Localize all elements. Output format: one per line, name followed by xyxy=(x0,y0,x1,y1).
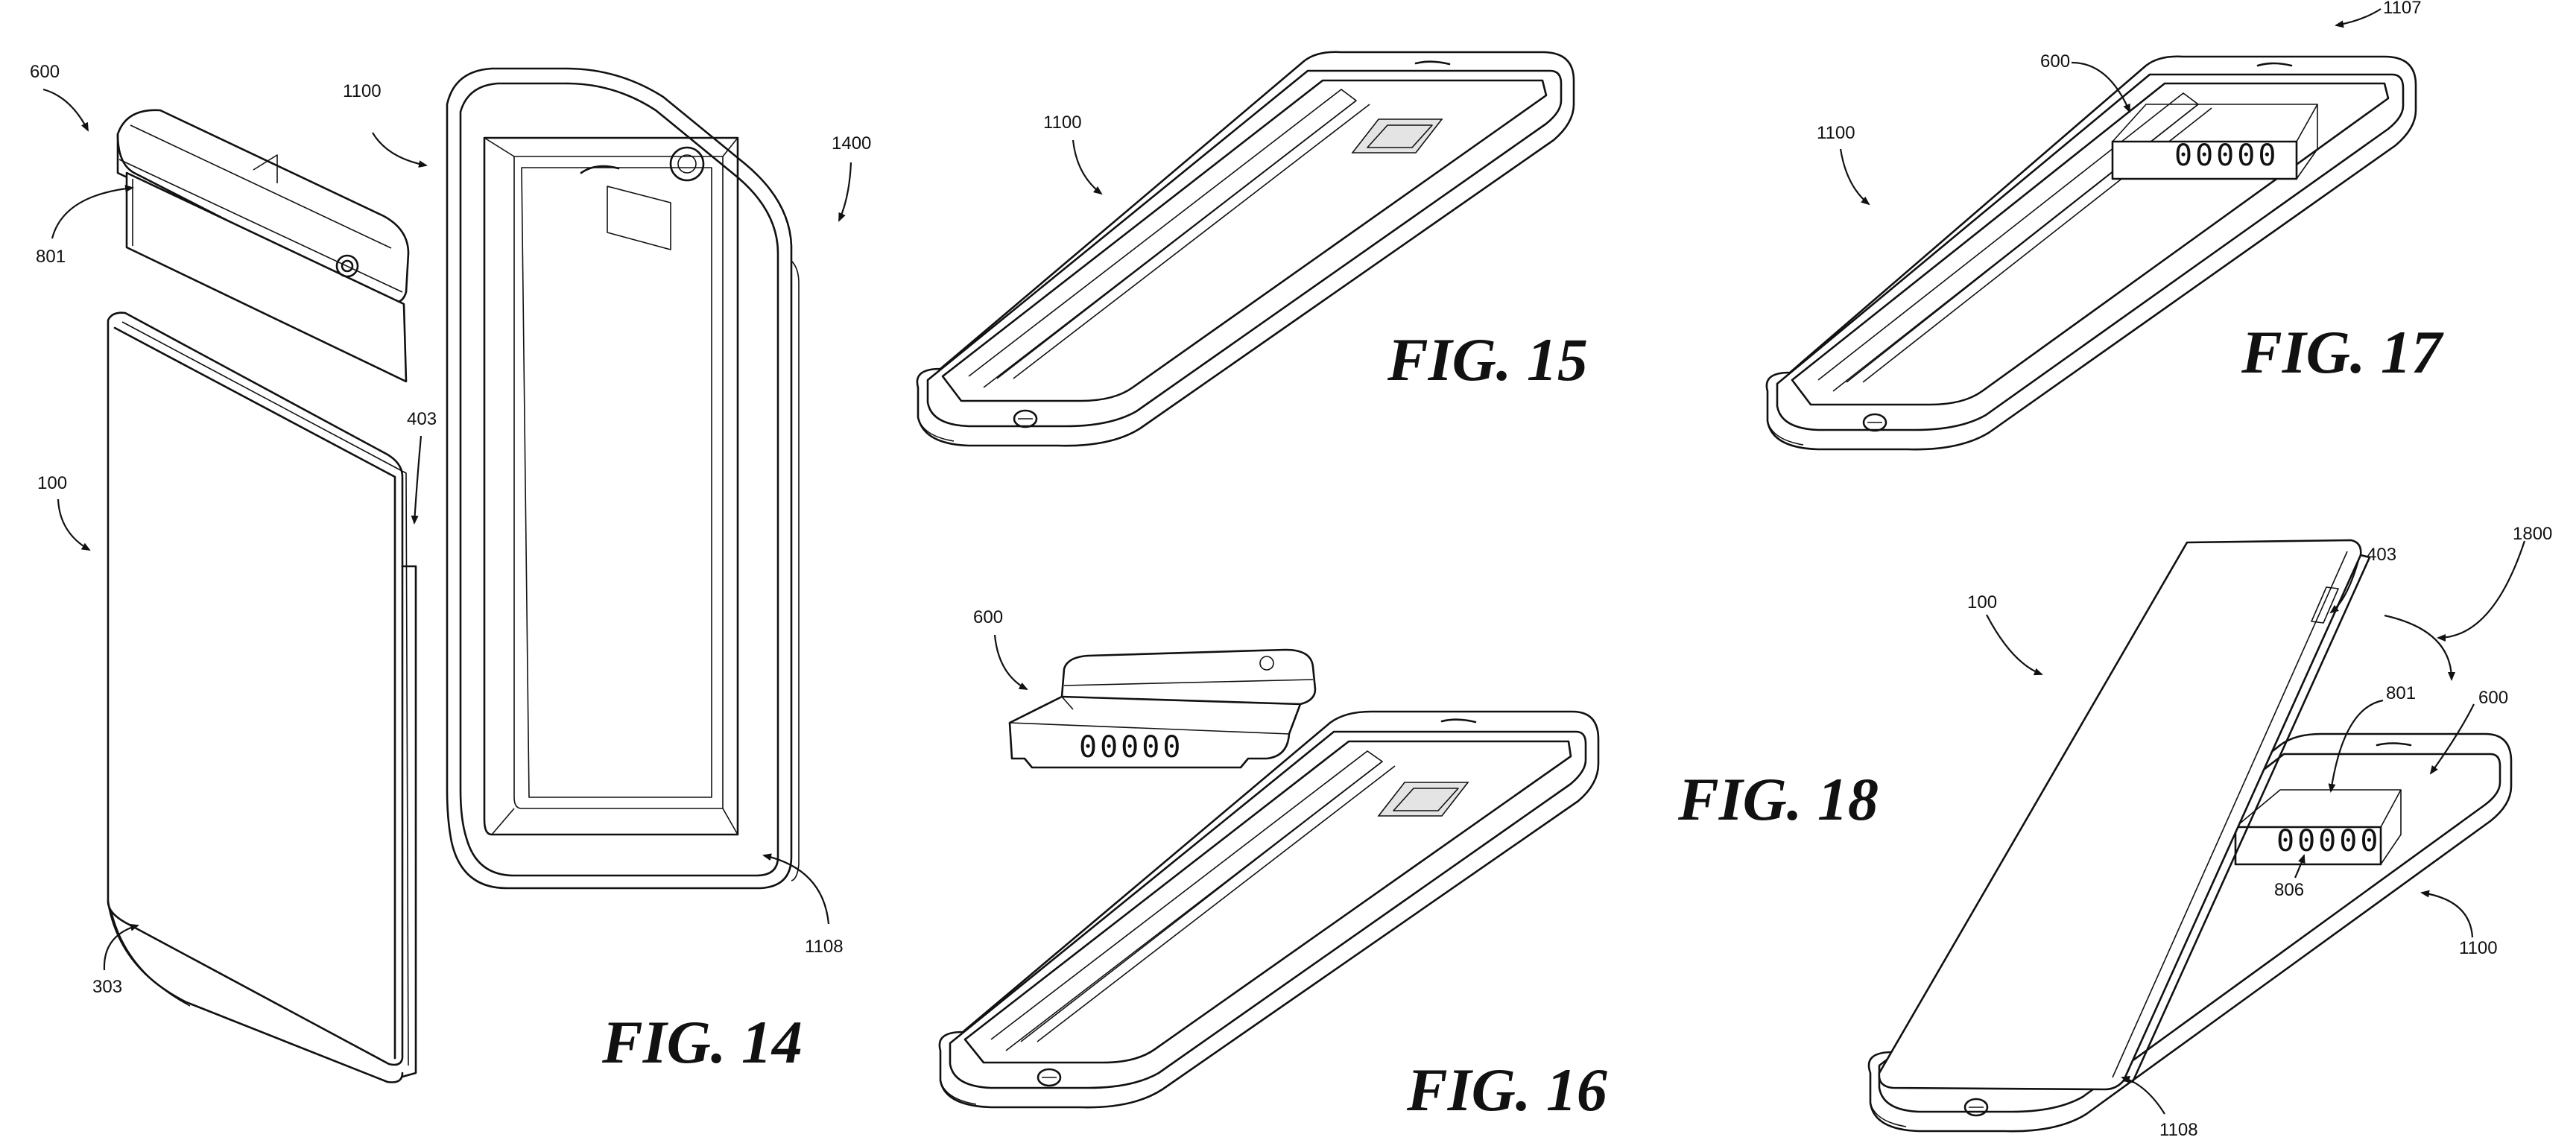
ref-806-fig18: 806 xyxy=(2274,880,2304,900)
leader-600-fig18 xyxy=(2429,703,2475,775)
frame-1100-fig16-drawing xyxy=(938,710,1600,1109)
ref-403-fig18: 403 xyxy=(2367,545,2396,565)
leader-801-fig14 xyxy=(51,185,134,239)
camera-module-600-fig16-drawing xyxy=(1008,648,1317,769)
ref-600-fig18: 600 xyxy=(2478,688,2508,708)
leader-600-fig17 xyxy=(2071,61,2131,113)
ref-600-fig16: 600 xyxy=(973,607,1003,627)
ref-600: 600 xyxy=(30,62,60,82)
leader-100-fig18 xyxy=(1986,614,2043,676)
leader-1100-fig18 xyxy=(2420,890,2474,938)
contact-pins-fig17: 00000 xyxy=(2174,139,2279,173)
camera-module-600-drawing xyxy=(116,109,410,383)
ref-1100-fig15: 1100 xyxy=(1043,113,1082,133)
figure-title-18: FIG. 18 xyxy=(1677,765,1879,833)
figure-title-15: FIG. 15 xyxy=(1387,326,1588,393)
leader-403-fig14 xyxy=(411,435,423,525)
contact-pins-fig18: 00000 xyxy=(2276,824,2381,858)
ref-1107-fig17: 1107 xyxy=(2383,0,2422,18)
figure-17: 00000 1107 600 1100 FIG. 17 xyxy=(1765,0,2444,451)
figure-18: 00000 1800 403 100 801 600 806 1100 1108… xyxy=(1677,524,2552,1140)
ref-600-fig17: 600 xyxy=(2040,51,2070,72)
leader-1107-fig17 xyxy=(2335,8,2382,28)
leader-1800-fig18 xyxy=(2437,540,2526,642)
ref-1100: 1100 xyxy=(343,81,382,101)
ref-801: 801 xyxy=(36,247,66,267)
ref-1108-fig18: 1108 xyxy=(2159,1120,2198,1140)
leader-403-fig18 xyxy=(2329,560,2360,614)
device-module-100-fig18-drawing xyxy=(1878,539,2371,1091)
figure-title-14: FIG. 14 xyxy=(601,1008,803,1076)
ref-303: 303 xyxy=(92,977,122,997)
leader-303-fig14 xyxy=(103,923,139,971)
contact-pins-fig16: 00000 xyxy=(1079,730,1183,764)
ref-1400: 1400 xyxy=(832,133,871,153)
leader-100-fig14 xyxy=(57,498,91,551)
ref-1100-fig17: 1100 xyxy=(1817,123,1855,143)
leader-1100-fig17 xyxy=(1839,148,1870,206)
leader-1108-fig14 xyxy=(762,853,830,925)
frame-1100-fig15-drawing xyxy=(916,51,1575,447)
figure-title-17: FIG. 17 xyxy=(2241,318,2444,386)
frame-1100-fig17-drawing xyxy=(1765,55,2417,451)
figure-15: 1100 FIG. 15 xyxy=(916,51,1588,447)
leader-806-fig18 xyxy=(2294,854,2306,879)
ref-100: 100 xyxy=(37,473,67,493)
leader-1400-fig14 xyxy=(838,162,852,222)
leader-600-fig14 xyxy=(42,88,89,132)
frame-1100-drawing xyxy=(446,67,800,890)
figure-14: 600 801 1100 1400 403 100 303 1108 FIG. … xyxy=(30,62,871,1083)
ref-1800-fig18: 1800 xyxy=(2513,524,2552,544)
ref-100-fig18: 100 xyxy=(1967,592,1997,612)
figure-title-16: FIG. 16 xyxy=(1406,1056,1607,1124)
device-module-100-drawing xyxy=(107,311,417,1083)
ref-801-fig18: 801 xyxy=(2386,683,2416,703)
ref-1108: 1108 xyxy=(805,937,844,957)
leader-801-fig18 xyxy=(2328,699,2384,793)
leader-1108-fig18 xyxy=(2121,1075,2165,1115)
leader-1100-fig15 xyxy=(1072,139,1103,195)
ref-403: 403 xyxy=(407,409,437,429)
ref-1100-fig18: 1100 xyxy=(2459,938,2498,958)
leader-600-fig16 xyxy=(993,634,1028,690)
leader-1100-fig14 xyxy=(372,132,428,168)
leader-1800b-fig18 xyxy=(2384,614,2455,681)
figure-16: 00000 600 FIG. 16 xyxy=(938,607,1607,1124)
